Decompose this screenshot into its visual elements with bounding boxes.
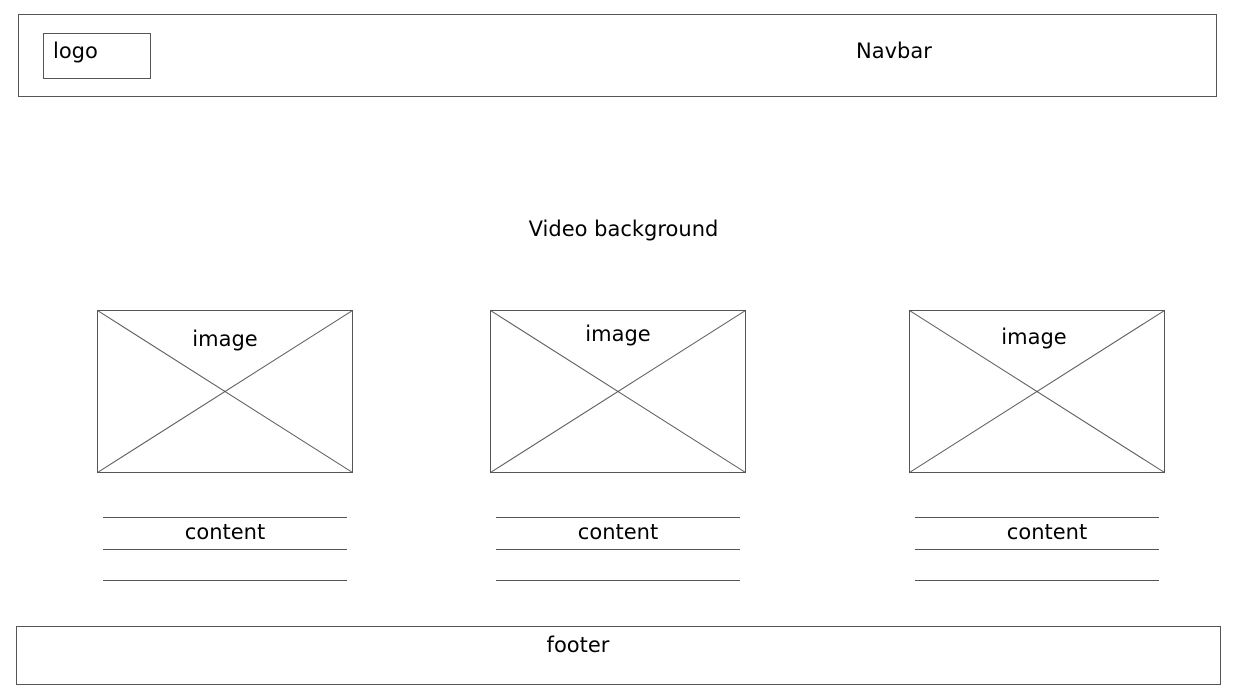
navbar-title: Navbar	[856, 39, 932, 63]
content-line-top	[915, 517, 1159, 518]
image-placeholder: image	[97, 310, 353, 473]
image-placeholder: image	[490, 310, 746, 473]
footer: footer	[16, 626, 1221, 685]
image-placeholder-icon	[909, 310, 1165, 473]
content-line-bottom	[496, 580, 740, 581]
content-line-top	[103, 517, 347, 518]
image-label: image	[192, 327, 258, 351]
navbar: logo Navbar	[18, 14, 1217, 97]
video-background-label: Video background	[528, 217, 719, 241]
content-label: content	[1006, 520, 1088, 544]
logo-placeholder[interactable]: logo	[43, 33, 151, 79]
card-3: image content	[909, 310, 1165, 581]
content-line-bottom	[103, 580, 347, 581]
content-line-middle	[915, 549, 1159, 550]
content-label: content	[577, 520, 659, 544]
footer-label: footer	[546, 633, 610, 657]
logo-label: logo	[53, 39, 98, 63]
image-placeholder: image	[909, 310, 1165, 473]
content-line-middle	[103, 549, 347, 550]
content-line-bottom	[915, 580, 1159, 581]
card-1: image content	[97, 310, 353, 581]
content-block: content	[496, 517, 740, 581]
content-block: content	[103, 517, 347, 581]
image-label: image	[1001, 325, 1067, 349]
content-line-top	[496, 517, 740, 518]
image-label: image	[585, 322, 651, 346]
card-2: image content	[490, 310, 746, 581]
content-block: content	[915, 517, 1159, 581]
image-placeholder-icon	[97, 310, 353, 473]
content-label: content	[184, 520, 266, 544]
content-line-middle	[496, 549, 740, 550]
image-placeholder-icon	[490, 310, 746, 473]
